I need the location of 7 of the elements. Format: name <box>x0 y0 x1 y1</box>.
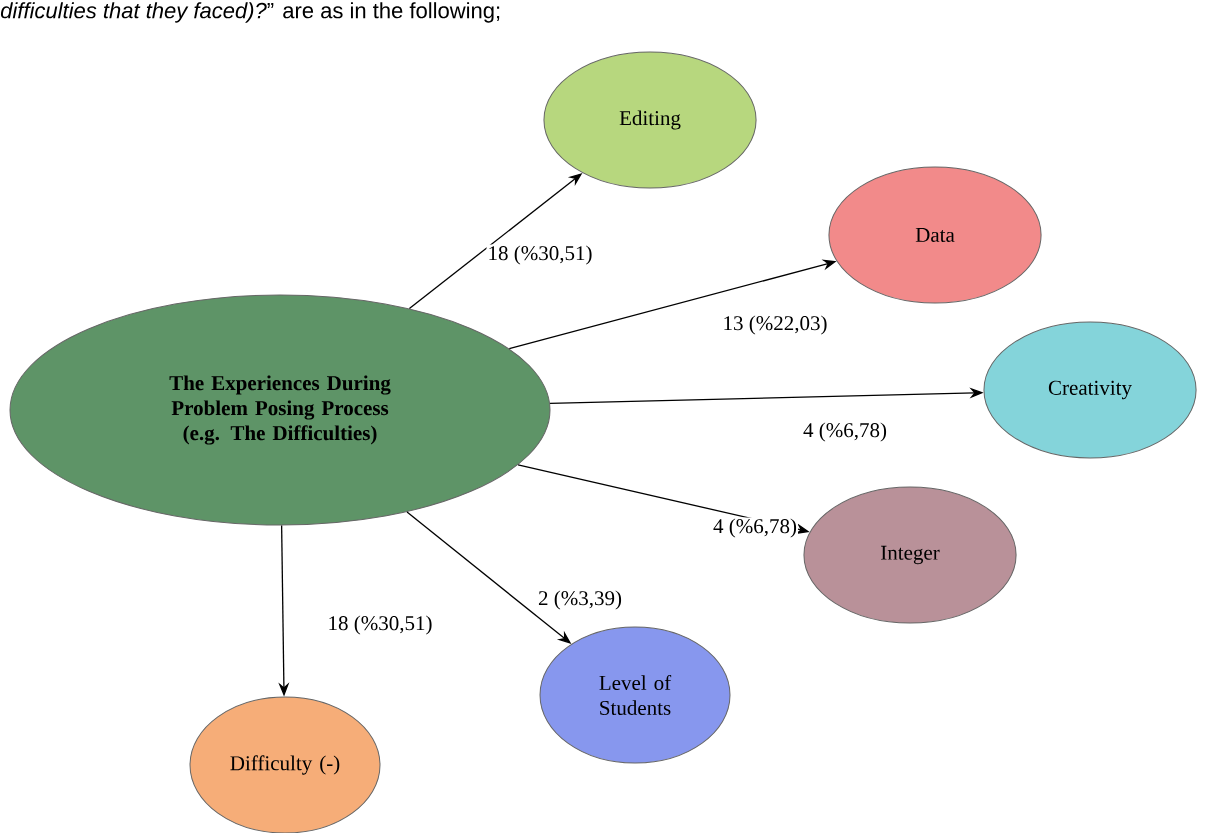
intro-text: difficulties that they faced)?” are as in the following; <box>0 2 500 23</box>
edge-label: 18 (%30,51) <box>486 244 594 266</box>
edge-label: 4 (%6,78) <box>802 421 888 443</box>
edge-label: 18 (%30,51) <box>326 614 434 636</box>
edge-label: 2 (%3,39) <box>537 589 623 611</box>
edge-label: 13 (%22,03) <box>721 314 829 336</box>
edge-label: 4 (%6,78) <box>712 517 798 539</box>
